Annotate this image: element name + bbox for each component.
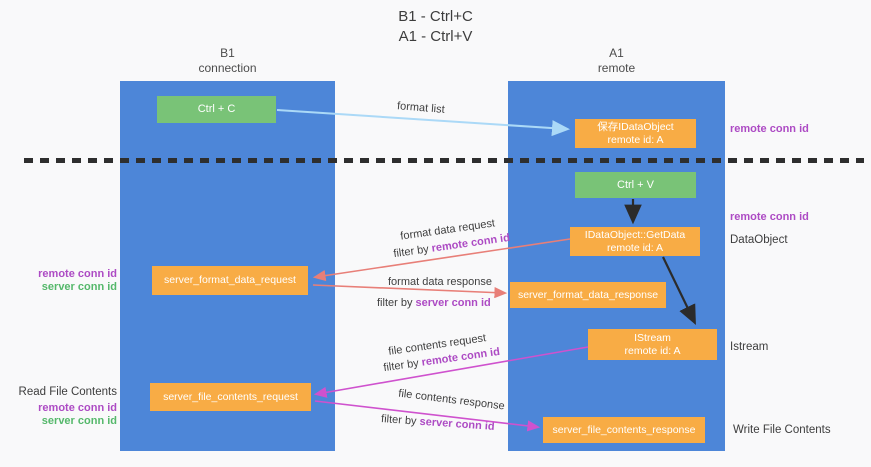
node-ctrl-v: Ctrl + V: [575, 172, 696, 198]
dashed-divider: [24, 158, 864, 163]
lane-header-a1: A1 remote: [508, 46, 725, 76]
istream-line2: remote id: A: [624, 344, 681, 357]
annotation-right-remote-conn-id-mid: remote conn id: [730, 211, 809, 223]
edge-label-filter-server-2: filter by server conn id: [381, 413, 495, 433]
edge-label-filter-server-1: filter by server conn id: [377, 297, 491, 309]
node-save-idataobject: 保存IDataObject remote id: A: [575, 119, 696, 148]
title-line-1: B1 - Ctrl+C: [398, 8, 473, 25]
title-line-2: A1 - Ctrl+V: [398, 28, 473, 45]
annotation-left-remote-conn-id: remote conn id: [38, 268, 117, 280]
annotation-left-remote-conn-id-2: remote conn id: [38, 402, 117, 414]
lane-b1-name: B1: [220, 46, 235, 60]
filter-by-text: filter by: [380, 413, 417, 428]
annotation-left-server-conn-id: server conn id: [41, 281, 117, 293]
ctrl-v-label: Ctrl + V: [617, 178, 654, 191]
format-response-label: server_format_data_response: [517, 288, 659, 301]
node-server-format-data-response: server_format_data_response: [510, 282, 666, 308]
ctrl-c-label: Ctrl + C: [197, 103, 236, 115]
filter-by-text: filter by: [377, 297, 413, 309]
server-conn-id-text: server conn id: [415, 297, 491, 309]
filter-by-text: filter by: [382, 357, 420, 375]
lane-header-b1: B1 connection: [120, 46, 335, 76]
lane-a1-name: A1: [609, 46, 624, 60]
annotation-right-remote-conn-id-top: remote conn id: [730, 123, 809, 135]
node-server-file-contents-request: server_file_contents_request: [150, 383, 311, 411]
server-conn-id-text: server conn id: [419, 415, 496, 433]
getdata-line1: IDataObject::GetData: [584, 228, 686, 241]
filter-by-text: filter by: [392, 243, 430, 261]
getdata-line2: remote id: A: [606, 241, 664, 254]
node-idataobject-getdata: IDataObject::GetData remote id: A: [570, 227, 700, 256]
annotation-dataobject: DataObject: [730, 234, 788, 246]
annotation-read-file-contents: Read File Contents: [18, 386, 117, 398]
annotation-istream: Istream: [730, 341, 769, 353]
diagram-title: B1 - Ctrl+C A1 - Ctrl+V: [0, 7, 871, 47]
node-server-file-contents-response: server_file_contents_response: [543, 417, 705, 443]
format-request-label: server_format_data_request: [164, 274, 296, 286]
save-idataobject-line2: remote id: A: [607, 133, 664, 146]
node-server-format-data-request: server_format_data_request: [152, 266, 308, 295]
istream-line1: IStream: [634, 331, 671, 344]
lane-b1-role: connection: [198, 61, 257, 75]
edge-label-format-list: format list: [396, 100, 446, 116]
edge-label-format-data-response: format data response: [388, 276, 492, 288]
node-istream: IStream remote id: A: [588, 329, 717, 360]
file-response-label: server_file_contents_response: [552, 423, 696, 436]
node-ctrl-c: Ctrl + C: [157, 96, 276, 123]
save-idataobject-line1: 保存IDataObject: [597, 120, 674, 133]
annotation-write-file-contents: Write File Contents: [733, 424, 831, 436]
file-request-label: server_file_contents_request: [163, 390, 298, 403]
lane-a1-role: remote: [597, 61, 636, 75]
edge-label-file-contents-response: file contents response: [397, 387, 506, 413]
annotation-left-server-conn-id-2: server conn id: [41, 415, 117, 427]
